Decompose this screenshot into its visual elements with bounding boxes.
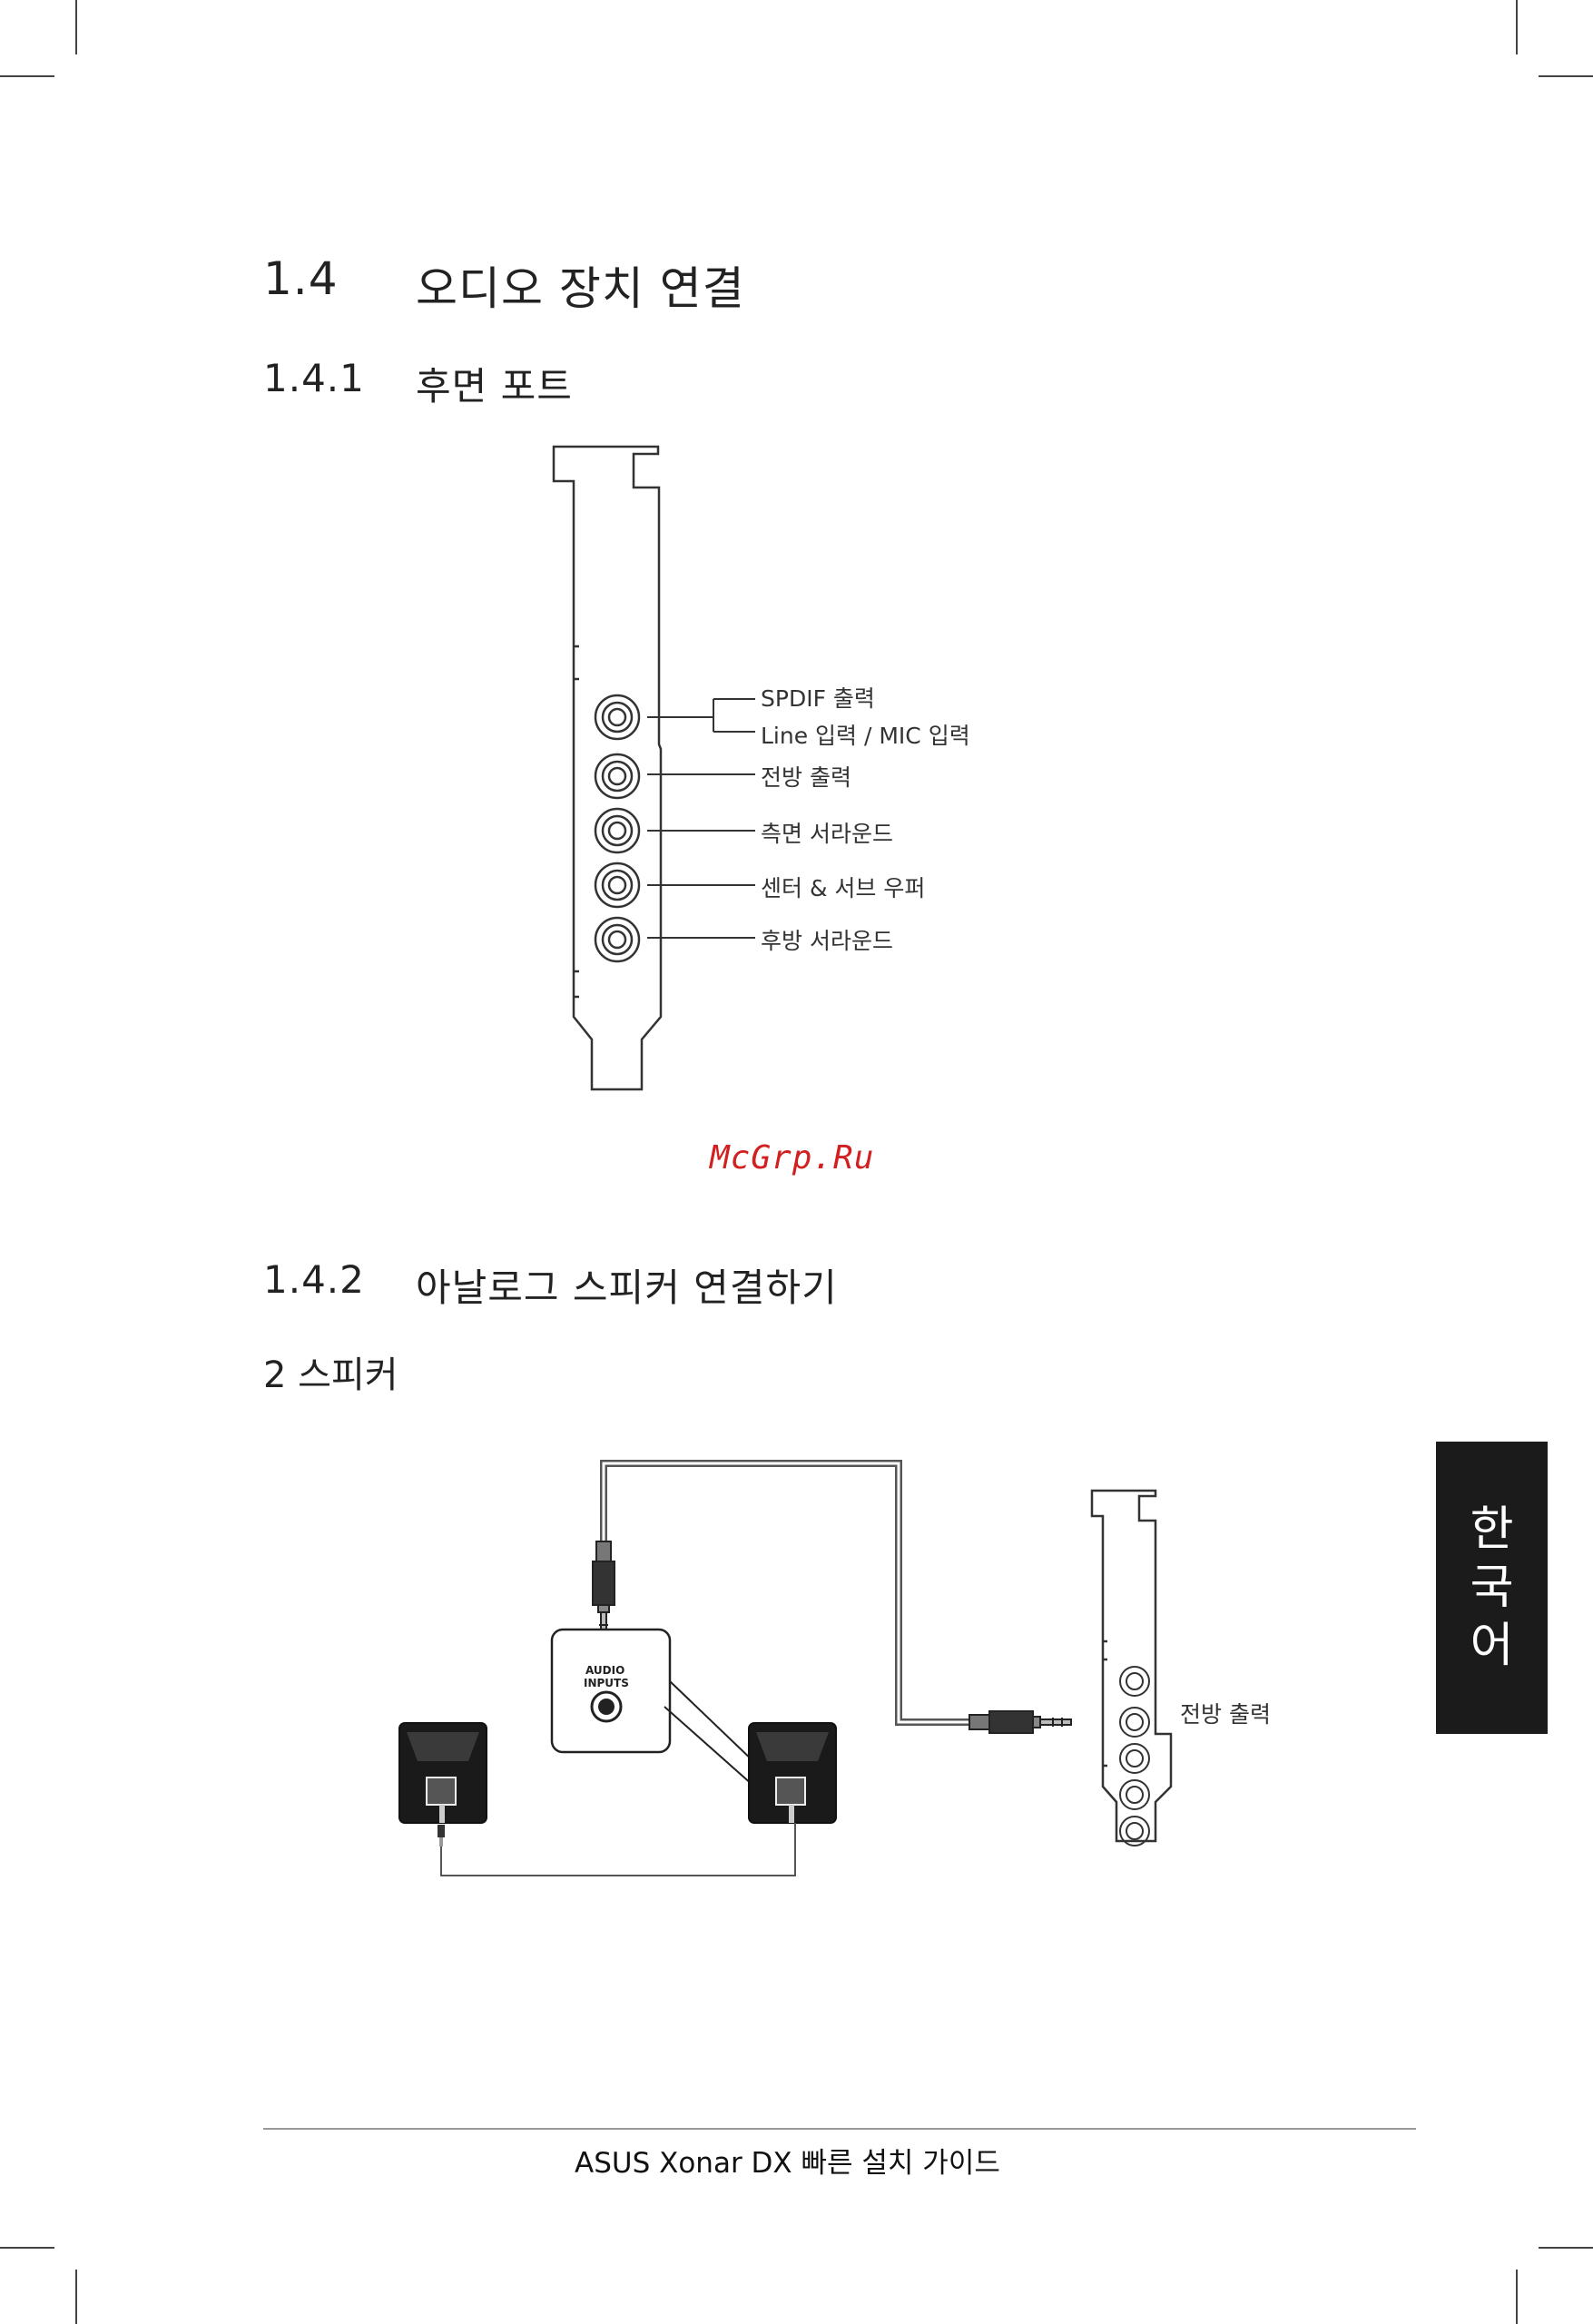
subsection-number: 1.4.2 [263,1257,365,1302]
section-title: 오디오 장치 연결 [416,252,745,318]
language-tab-char: 국 [1436,1559,1548,1617]
label-spdif-out: SPDIF 출력 [761,681,875,714]
crop-mark [1516,0,1518,54]
card-bracket [1092,1491,1171,1841]
crop-mark [75,2270,77,2324]
crop-mark [1539,2247,1593,2249]
footer-rule [263,2128,1416,2130]
crop-mark [0,75,54,77]
plug-card [969,1711,1071,1733]
section-number: 1.4 [263,252,339,305]
card-jacks [1120,1667,1149,1846]
language-tab: 한 국 어 [1436,1442,1548,1734]
watermark: McGrp.Ru [710,1139,874,1177]
footer-text: ASUS Xonar DX 빠른 설치 가이드 [575,2140,1000,2181]
crop-mark [1516,2270,1518,2324]
front-output-label: 전방 출력 [1180,1701,1271,1728]
crop-mark [75,0,77,54]
language-tab-char: 어 [1436,1617,1548,1675]
label-rear-surround: 후방 서라운드 [761,923,893,956]
speaker-connection-diagram: AUDIO INPUTS [381,1443,1289,1952]
jack-group [595,695,639,961]
label-center-subwoofer: 센터 & 서브 우퍼 [761,871,925,903]
audio-inputs-label-2: INPUTS [584,1677,629,1689]
language-tab-text: 한 국 어 [1436,1501,1548,1675]
speaker-heading: 2 스피커 [263,1345,398,1398]
label-side-surround: 측면 서라운드 [761,816,893,849]
subsection-title: 후면 포트 [416,356,573,411]
subsection-number: 1.4.1 [263,356,365,400]
audio-inputs-label-1: AUDIO [585,1664,624,1677]
speaker-right [749,1723,836,1823]
label-line-mic-in: Line 입력 / MIC 입력 [761,718,970,751]
subsection-title: 아날로그 스피커 연결하기 [416,1257,838,1313]
label-front-out: 전방 출력 [761,760,851,793]
speaker-left [399,1723,487,1846]
crop-mark [0,2247,54,2249]
language-tab-char: 한 [1436,1501,1548,1559]
crop-mark [1539,75,1593,77]
